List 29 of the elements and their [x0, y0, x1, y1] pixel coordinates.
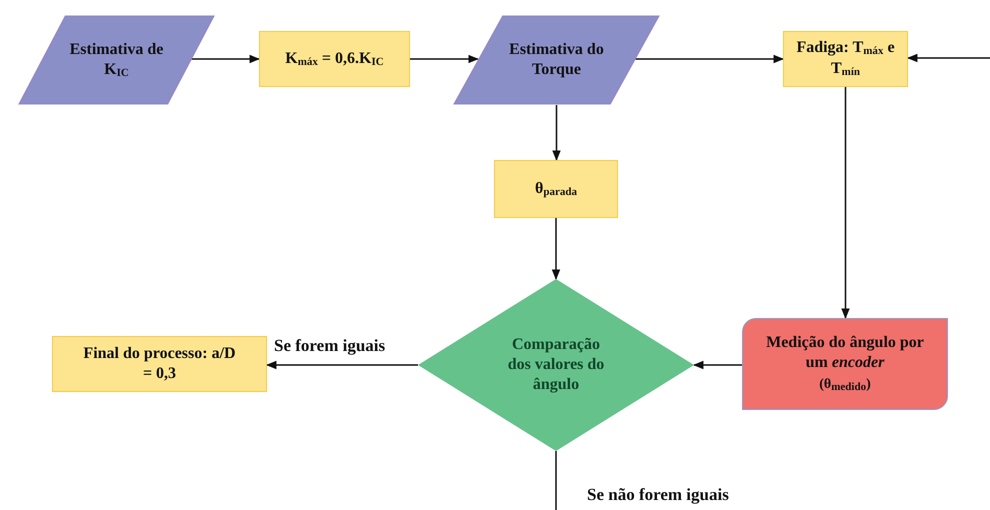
node-label: Estimativa de K$_{IC}$ — [68, 40, 164, 80]
node-label: Estimativa do Torque — [508, 40, 605, 80]
arrow — [841, 87, 850, 320]
data-parallelogram — [18, 15, 215, 105]
arrow — [552, 105, 561, 162]
process-box — [52, 336, 267, 392]
process-box — [783, 31, 908, 87]
edge-label: Se forem iguais — [272, 336, 388, 356]
node-label: Medição do ângulo por um encoder — [765, 333, 925, 374]
node-label: Comparação dos valores do ângulo — [506, 335, 606, 395]
node-label: Fadiga: T$_{máx}$ e T$_{mín}$ — [795, 38, 896, 80]
edge-label: Se não forem iguais — [585, 485, 731, 505]
arrow — [692, 360, 742, 370]
arrow — [266, 360, 418, 370]
arrow — [906, 54, 990, 62]
node-label: (θ$_{medido}$) — [819, 376, 871, 395]
connector-line — [555, 451, 557, 510]
data-parallelogram — [453, 15, 660, 105]
node-label: Final do processo: a/D = 0,3 — [82, 344, 237, 384]
process-box — [259, 31, 410, 87]
measurement-box — [742, 318, 948, 410]
node-label: θ$_{parada}$ — [535, 178, 577, 200]
arrow — [635, 54, 784, 64]
process-box — [494, 160, 618, 218]
arrow — [191, 54, 260, 64]
arrow — [410, 54, 479, 64]
node-label: K$_{máx}$ = 0,6.K$_{IC}$ — [285, 48, 384, 70]
arrow — [552, 218, 560, 280]
decision-diamond — [418, 279, 694, 451]
